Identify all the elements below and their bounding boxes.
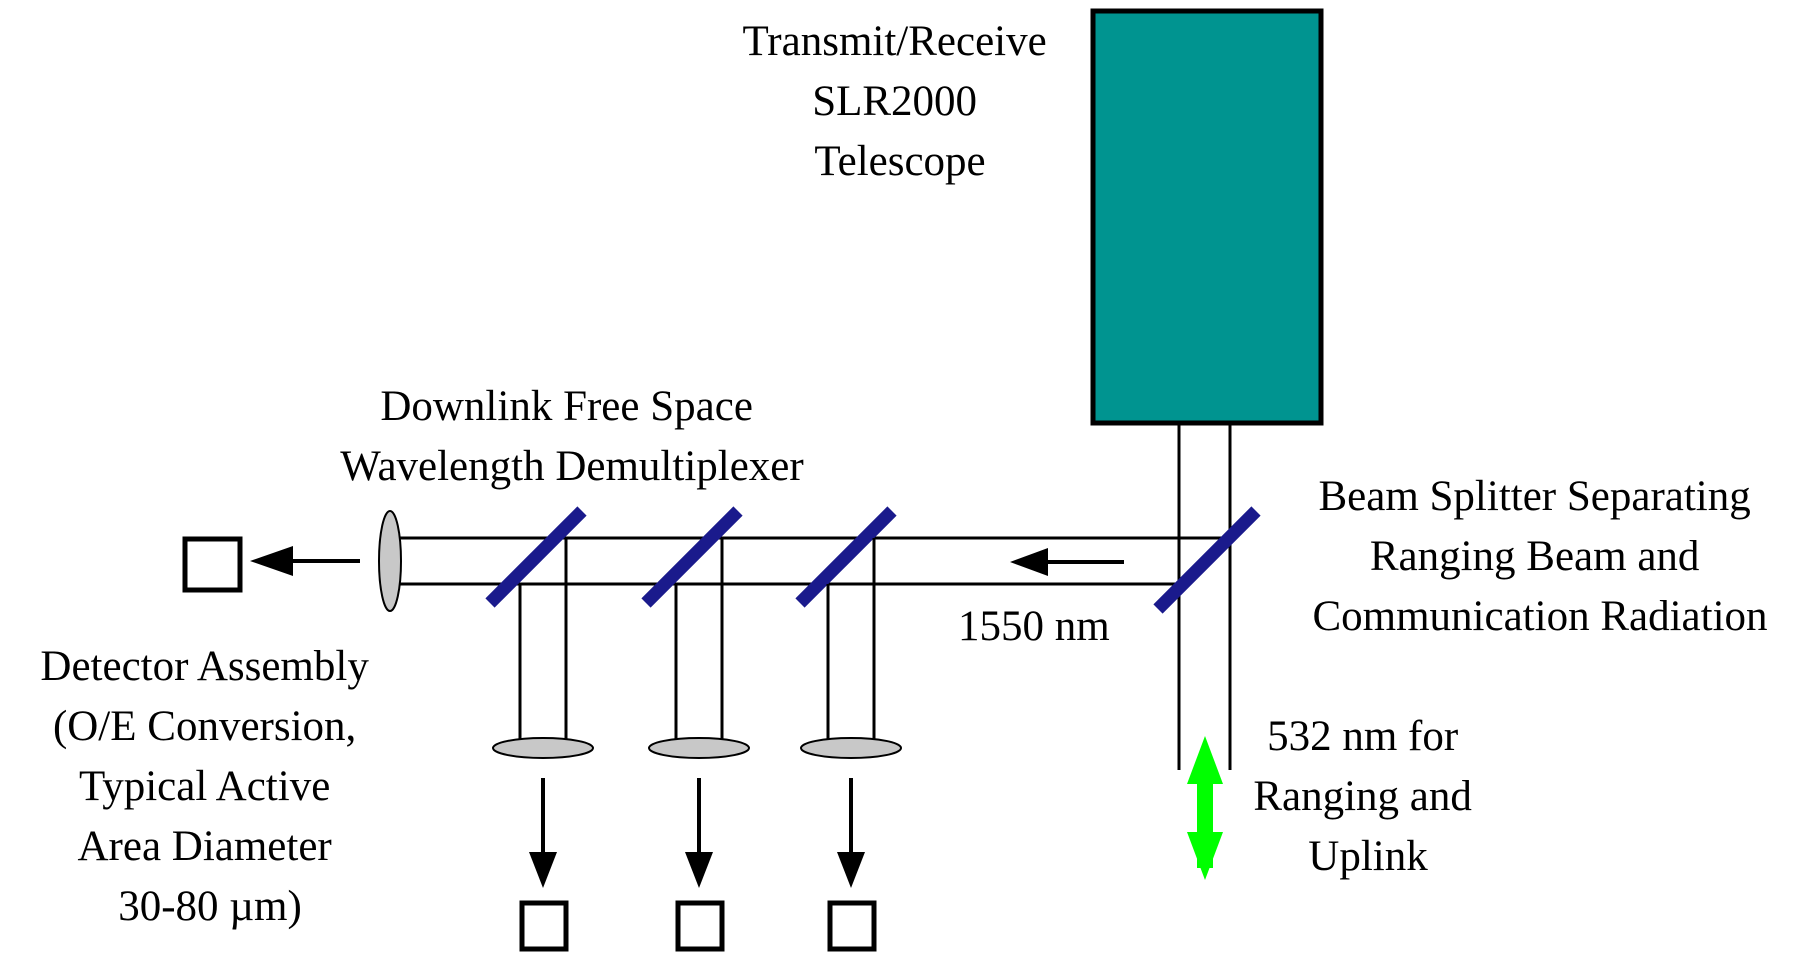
ranging-label-line-3: Uplink (1308, 833, 1428, 880)
telescope-label-line-1: Transmit/Receive (743, 18, 1047, 65)
detector-3 (827, 900, 877, 952)
arrow-down-2 (685, 852, 713, 888)
ranging-label-line-2: Ranging and (1253, 773, 1472, 820)
detector-label: Detector Assembly (O/E Conversion, Typic… (40, 643, 379, 930)
beam-splitter-label-line-1: Beam Splitter Separating (1318, 473, 1750, 520)
detector-label-line-2: (O/E Conversion, (53, 703, 356, 750)
detector-label-line-4: Area Diameter (77, 823, 331, 870)
telescope-label-line-3: Telescope (814, 138, 985, 185)
focusing-lens-1 (492, 737, 594, 759)
telescope-label: Transmit/Receive SLR2000 Telescope (743, 18, 1058, 185)
detector-1 (519, 900, 569, 952)
demux-label-line-2: Wavelength Demultiplexer (340, 443, 803, 490)
beam-splitter-label-line-3: Communication Radiation (1312, 593, 1767, 640)
main-beam-splitter (1153, 506, 1261, 614)
end-lens (378, 510, 402, 612)
demux-label-line-1: Downlink Free Space (380, 383, 753, 430)
detector-arrow-left (250, 546, 360, 576)
main-detector (182, 536, 243, 593)
beam-splitter-label: Beam Splitter Separating Ranging Beam an… (1312, 473, 1767, 640)
detector-label-line-1: Detector Assembly (40, 643, 369, 690)
focusing-lens-2 (648, 737, 750, 759)
telescope-label-line-2: SLR2000 (812, 78, 977, 125)
ranging-label-line-1: 532 nm for (1267, 713, 1458, 760)
downlink-direction-arrow (1010, 548, 1124, 576)
detector-label-line-5: 30-80 µm) (118, 883, 302, 930)
wavelength-1550-label: 1550 nm (958, 603, 1110, 650)
arrow-down-1 (529, 852, 557, 888)
demux-label: Downlink Free Space Wavelength Demultipl… (340, 383, 803, 490)
telescope-body (1090, 8, 1324, 426)
detector-2 (675, 900, 725, 952)
ranging-bidirectional-arrow (1187, 736, 1223, 880)
arrow-down-3 (837, 852, 865, 888)
detector-label-line-3: Typical Active (79, 763, 330, 810)
demux-channel-1 (485, 506, 594, 952)
ranging-label: 532 nm for Ranging and Uplink (1253, 713, 1482, 880)
demux-splitter-3 (795, 506, 897, 608)
demux-channel-3 (795, 506, 902, 952)
demux-splitter-2 (641, 506, 743, 608)
demux-channel-2 (641, 506, 750, 952)
demux-splitter-1 (485, 506, 587, 608)
beam-splitter-label-line-2: Ranging Beam and (1370, 533, 1700, 580)
focusing-lens-3 (800, 737, 902, 759)
